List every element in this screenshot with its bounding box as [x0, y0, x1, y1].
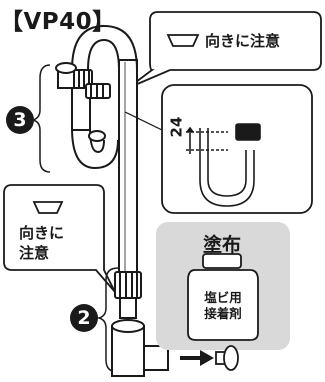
- glue-bottle: [187, 253, 259, 341]
- basin-shape-icon: [32, 201, 64, 214]
- arrow-icon: [180, 350, 214, 366]
- step-3-brace: [30, 64, 51, 173]
- dimension-label: 24: [167, 116, 186, 138]
- valve-cap: [215, 345, 239, 371]
- step-3-badge: 3: [6, 106, 34, 134]
- detail-panel: [124, 84, 313, 214]
- callout-left-line2: 注意: [19, 244, 50, 262]
- step-2-brace: [96, 267, 119, 373]
- step-2-badge: 2: [70, 304, 98, 332]
- model-label: 【VP40】: [0, 9, 116, 35]
- glue-bottle-line2: 接着剤: [204, 306, 242, 321]
- glue-title: 塗布: [203, 234, 242, 256]
- basin-shape-icon: [166, 34, 200, 47]
- callout-top-text: 向きに注意: [205, 32, 281, 50]
- callout-left-line1: 向きに: [19, 224, 65, 242]
- callout-top-box: [127, 11, 322, 89]
- glue-bottle-line1: 塩ビ用: [204, 290, 242, 305]
- detail-trap-drawing: [186, 123, 261, 207]
